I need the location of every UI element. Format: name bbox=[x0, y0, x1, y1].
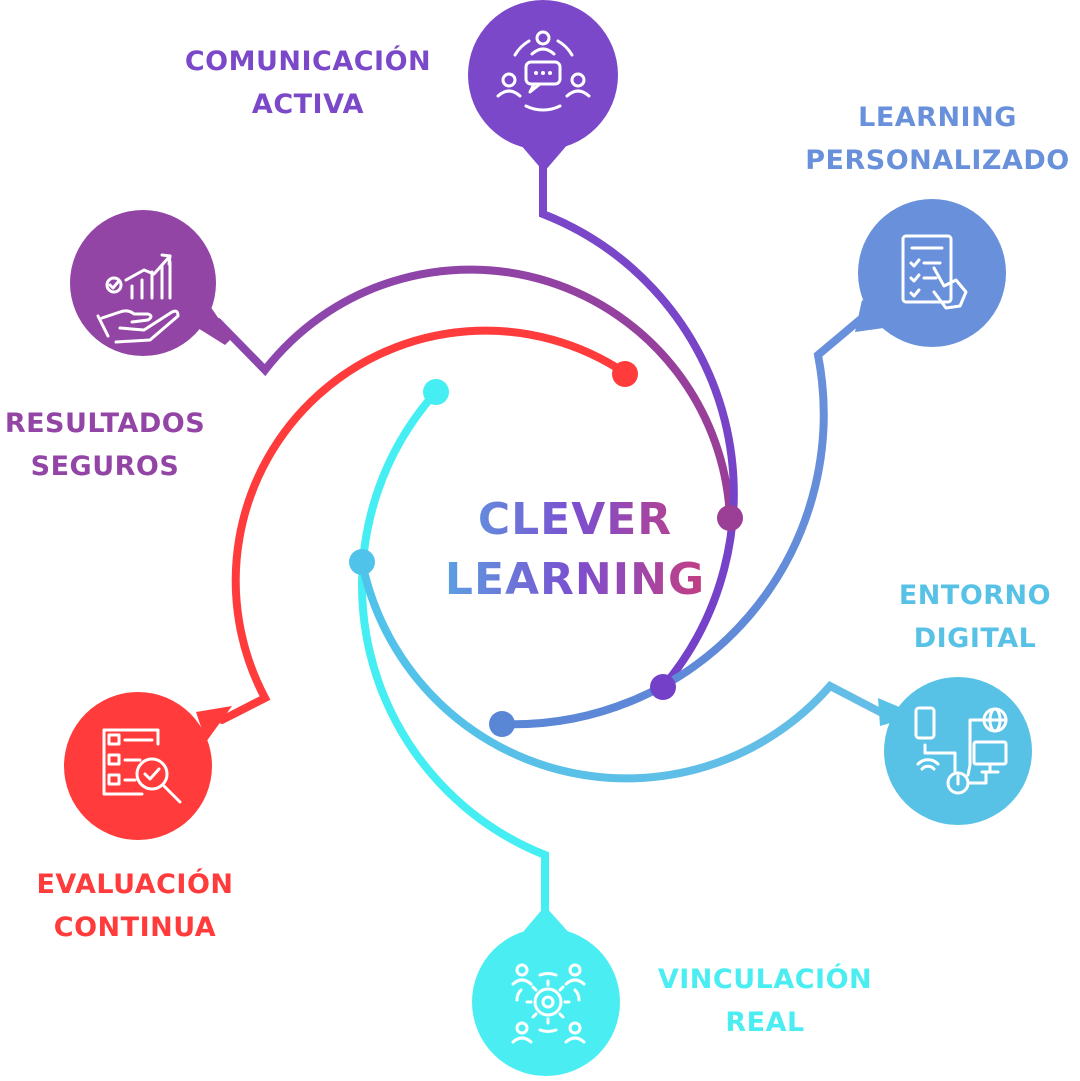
spiral-dot-sky bbox=[349, 549, 375, 575]
label-comunicacion-line1: COMUNICACIÓN bbox=[184, 46, 432, 77]
label-vinculacion: VINCULACIÓN REAL bbox=[640, 958, 890, 1044]
label-comunicacion: COMUNICACIÓN ACTIVA bbox=[168, 40, 448, 126]
spiral-line-entorno bbox=[358, 558, 884, 783]
label-vinculacion-line1: VINCULACIÓN bbox=[657, 964, 873, 995]
center-title-line2: LEARNING bbox=[444, 554, 706, 605]
label-entorno: ENTORNO DIGITAL bbox=[885, 574, 1065, 660]
label-learning-line1: LEARNING bbox=[858, 102, 1017, 133]
label-evaluacion: EVALUACIÓN CONTINUA bbox=[20, 863, 250, 949]
checklist-magnifier-icon bbox=[102, 728, 182, 804]
node-evaluacion bbox=[64, 692, 232, 840]
spiral-line-resultados bbox=[214, 265, 734, 522]
label-resultados: RESULTADOS SEGUROS bbox=[0, 402, 210, 488]
node-comunicacion bbox=[468, 0, 618, 172]
center-title: CLEVER LEARNING bbox=[380, 490, 770, 610]
node-circle-entorno bbox=[884, 677, 1032, 825]
gear-people-icon bbox=[511, 963, 586, 1044]
node-vinculacion bbox=[472, 906, 620, 1076]
label-resultados-line2: SEGUROS bbox=[30, 451, 180, 482]
spiral-dot-red bbox=[612, 361, 638, 387]
node-learning bbox=[855, 199, 1006, 347]
label-resultados-line1: RESULTADOS bbox=[4, 408, 206, 439]
checklist-hand-icon bbox=[901, 234, 968, 310]
node-circle-vinculacion bbox=[472, 928, 620, 1076]
spiral-line-comunicacion bbox=[539, 146, 738, 691]
node-circle-learning bbox=[858, 199, 1006, 347]
node-pin-evaluacion bbox=[196, 706, 232, 742]
spiral-line-evaluacion bbox=[218, 326, 629, 724]
node-resultados bbox=[70, 210, 235, 356]
label-comunicacion-line2: ACTIVA bbox=[251, 89, 365, 120]
spiral-dot-purple bbox=[717, 505, 743, 531]
spiral-dot-cyan bbox=[423, 379, 449, 405]
spiral-line-learning bbox=[498, 314, 866, 729]
growth-chart-hand-icon bbox=[96, 253, 180, 344]
label-entorno-line2: DIGITAL bbox=[913, 623, 1037, 654]
spiral-line-vinculacion bbox=[358, 388, 549, 939]
digital-devices-icon bbox=[914, 706, 1008, 795]
spiral-dot-violet bbox=[650, 674, 676, 700]
spiral-dot-blue bbox=[489, 711, 515, 737]
label-evaluacion-line1: EVALUACIÓN bbox=[36, 869, 234, 900]
label-evaluacion-line2: CONTINUA bbox=[53, 912, 217, 943]
label-learning: LEARNING PERSONALIZADO bbox=[800, 96, 1075, 182]
label-entorno-line1: ENTORNO bbox=[898, 580, 1052, 611]
label-learning-line2: PERSONALIZADO bbox=[805, 145, 1070, 176]
communication-people-icon bbox=[496, 30, 591, 112]
label-vinculacion-line2: REAL bbox=[725, 1007, 805, 1038]
center-title-line1: CLEVER bbox=[477, 494, 673, 545]
node-entorno bbox=[878, 677, 1032, 825]
